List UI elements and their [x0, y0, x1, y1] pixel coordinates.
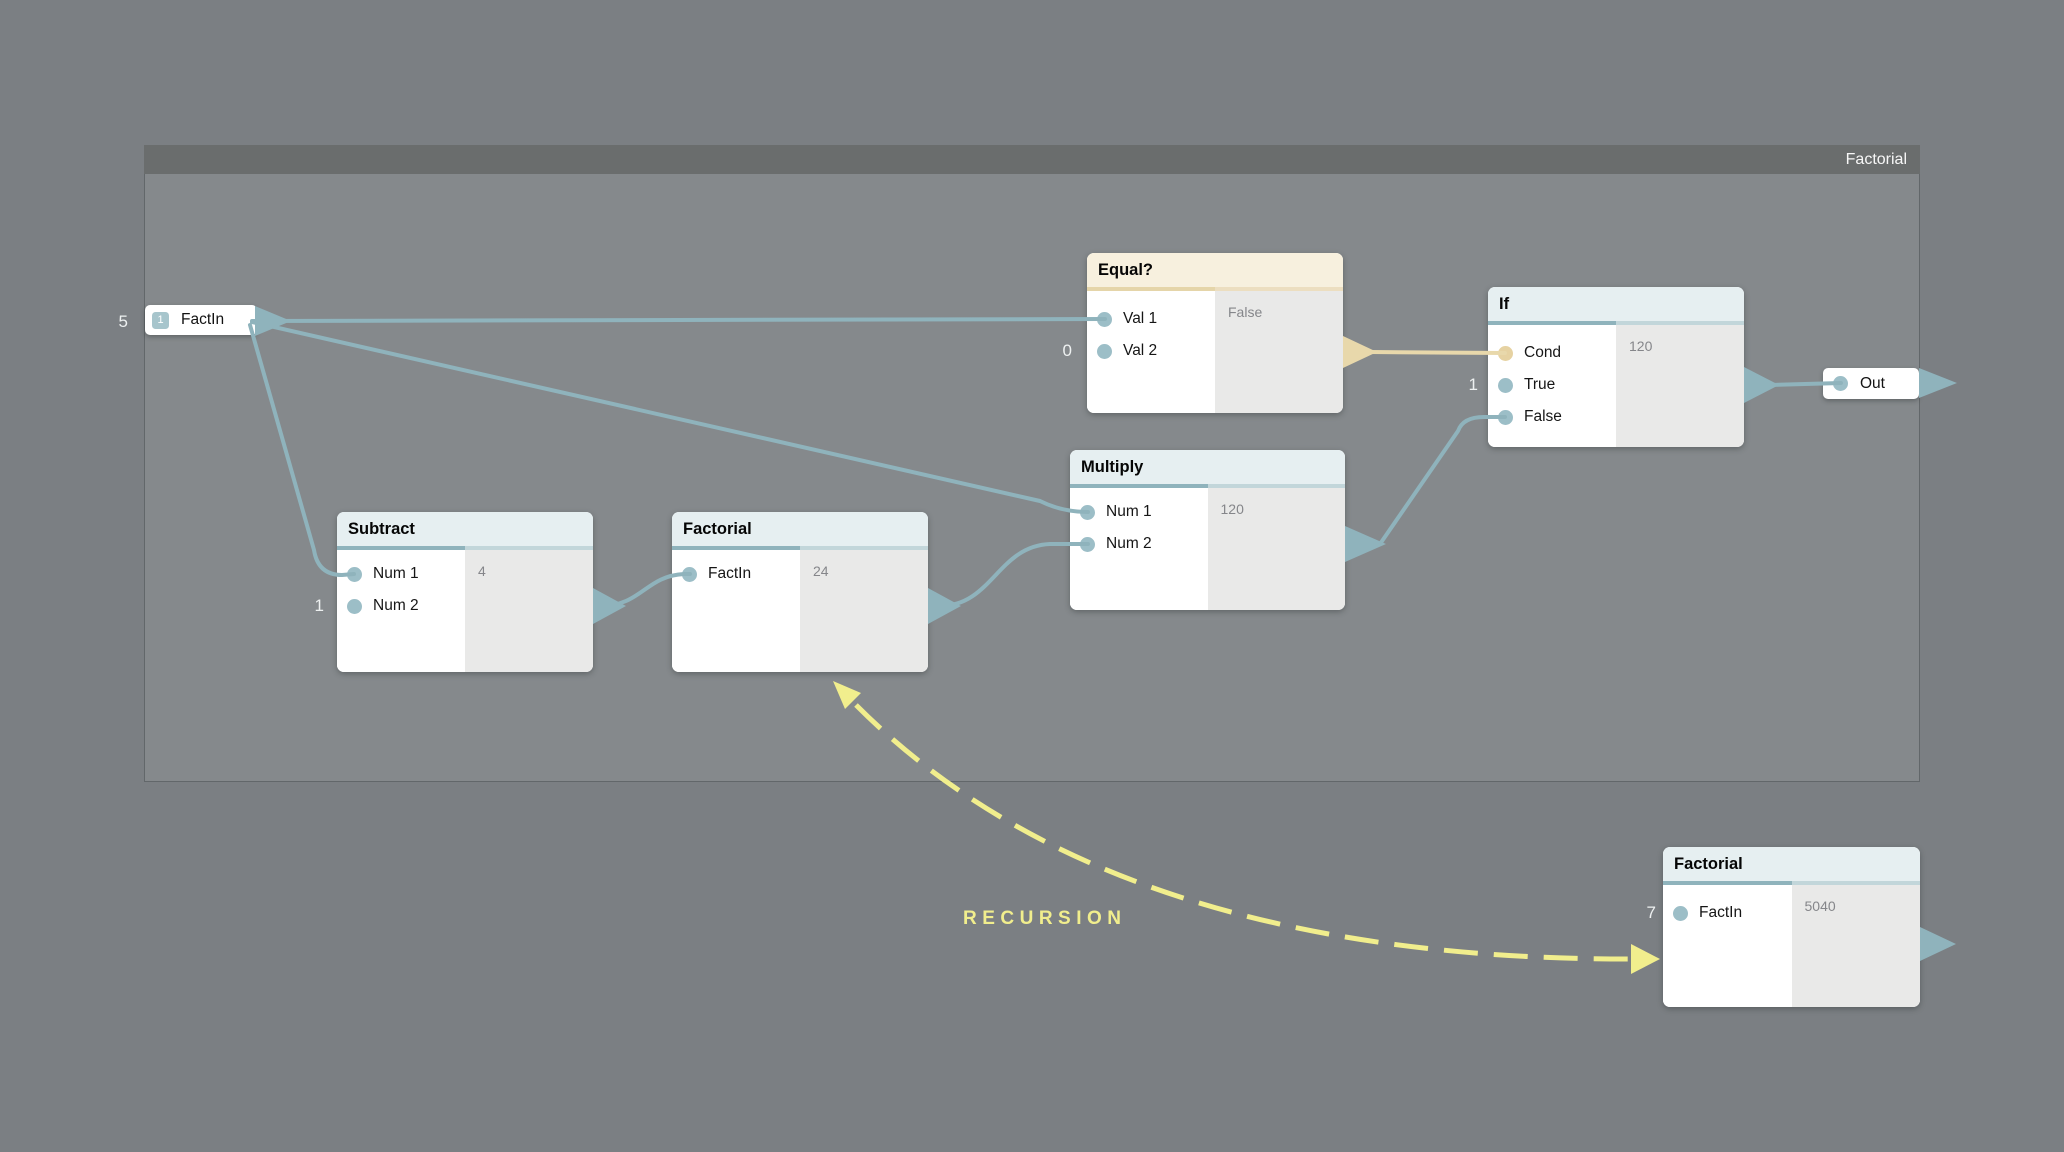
port-dot[interactable] [1097, 343, 1112, 359]
node-multiply-value-panel: 120 [1207, 488, 1345, 610]
node-factorial-recursive[interactable]: Factorial FactIn 5040 [1663, 847, 1920, 1007]
node-subtract[interactable]: Subtract Num 1 Num 2 4 [337, 512, 593, 672]
node-multiply[interactable]: Multiply Num 1 Num 2 120 [1070, 450, 1345, 610]
port-factorial-recursive-factin[interactable]: FactIn [1663, 897, 1792, 929]
port-dot[interactable] [682, 566, 697, 582]
factin-badge: 1 [152, 311, 169, 329]
node-equal-value-panel: False [1215, 291, 1343, 413]
if-external-value: 1 [1468, 375, 1478, 394]
recursion-arrowhead-end [1631, 944, 1660, 974]
port-multiply-num2[interactable]: Num 2 [1070, 528, 1208, 560]
port-dot[interactable] [1498, 377, 1513, 393]
recursion-annotation: RECURSION [963, 908, 1127, 929]
equal-external-value: 0 [1062, 341, 1072, 360]
node-equal[interactable]: Equal? Val 1 Val 2 False [1087, 253, 1343, 413]
node-out[interactable]: Out [1823, 368, 1919, 399]
group-title: Factorial [1845, 151, 1907, 168]
node-if-bar [1488, 321, 1744, 325]
output-connector-factorial-recursive[interactable] [1920, 927, 1956, 961]
node-subtract-value-panel: 4 [465, 550, 593, 672]
node-if[interactable]: If Cond True False 120 [1488, 287, 1744, 447]
port-dot[interactable] [1080, 536, 1095, 552]
node-factin-input[interactable]: 1 FactIn [145, 305, 257, 335]
port-subtract-num2[interactable]: Num 2 [337, 590, 465, 622]
node-factorial-recursive-value-panel: 5040 [1791, 885, 1920, 1007]
node-factorial-recursive-value: 5040 [1804, 898, 1836, 914]
node-equal-title[interactable]: Equal? [1087, 253, 1343, 287]
node-multiply-title[interactable]: Multiply [1070, 450, 1345, 484]
node-factorial-inner-bar [672, 546, 928, 550]
port-dot[interactable] [1498, 345, 1513, 361]
port-dot[interactable] [1498, 409, 1513, 425]
node-subtract-bar [337, 546, 593, 550]
node-factorial-recursive-title[interactable]: Factorial [1663, 847, 1920, 881]
node-if-value: 120 [1629, 338, 1653, 354]
out-label: Out [1860, 374, 1885, 392]
group-body [144, 174, 1920, 782]
output-connector-out[interactable] [1919, 368, 1957, 398]
node-if-title[interactable]: If [1488, 287, 1744, 321]
port-dot[interactable] [1080, 504, 1095, 520]
factin-label: FactIn [181, 311, 225, 328]
group-factorial[interactable]: Factorial [144, 145, 1920, 782]
port-dot[interactable] [347, 598, 362, 614]
node-factorial-inner-value-panel: 24 [800, 550, 928, 672]
port-equal-val1[interactable]: Val 1 [1087, 303, 1215, 335]
node-factorial-inner-value: 24 [813, 563, 829, 579]
factin-external-value: 5 [118, 312, 128, 331]
port-out[interactable] [1833, 376, 1848, 391]
node-factorial-inner[interactable]: Factorial FactIn 24 [672, 512, 928, 672]
port-if-cond[interactable]: Cond [1488, 337, 1616, 369]
node-factorial-recursive-bar [1663, 881, 1920, 885]
node-subtract-value: 4 [478, 563, 486, 579]
node-subtract-title[interactable]: Subtract [337, 512, 593, 546]
port-if-true[interactable]: True [1488, 369, 1616, 401]
port-if-false[interactable]: False [1488, 401, 1616, 433]
port-dot[interactable] [1673, 905, 1688, 921]
port-factorial-inner-factin[interactable]: FactIn [672, 558, 800, 590]
node-factorial-inner-title[interactable]: Factorial [672, 512, 928, 546]
node-if-value-panel: 120 [1616, 325, 1744, 447]
port-dot[interactable] [1097, 311, 1112, 327]
node-equal-value: False [1228, 304, 1263, 320]
port-multiply-num1[interactable]: Num 1 [1070, 496, 1208, 528]
port-subtract-num1[interactable]: Num 1 [337, 558, 465, 590]
node-multiply-bar [1070, 484, 1345, 488]
port-equal-val2[interactable]: Val 2 [1087, 335, 1215, 367]
node-equal-bar [1087, 287, 1343, 291]
factorial-recursive-external-value: 7 [1646, 903, 1656, 922]
subtract-external-value: 1 [314, 596, 324, 615]
group-header[interactable]: Factorial [144, 145, 1920, 174]
node-multiply-value: 120 [1220, 501, 1244, 517]
port-dot[interactable] [347, 566, 362, 582]
